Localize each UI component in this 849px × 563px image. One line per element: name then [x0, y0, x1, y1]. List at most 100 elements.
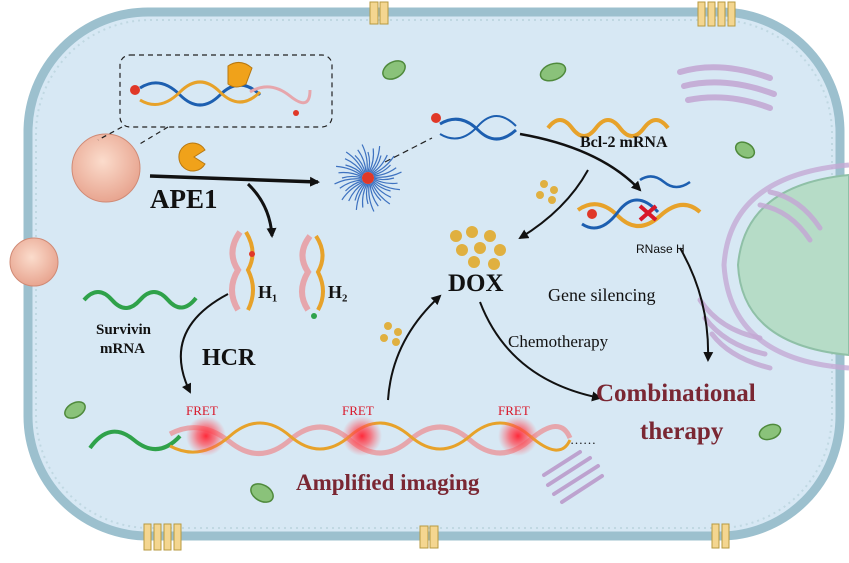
micelle-strand: [338, 171, 363, 178]
cleaved-strand: [639, 175, 691, 189]
micelle-strand: [370, 155, 382, 174]
released-probe-dna: [431, 113, 518, 141]
arrow-to-dox: [518, 169, 589, 240]
bcl2-mrna: [546, 118, 670, 138]
cell-membrane: [23, 7, 845, 541]
nuclear-envelope: [721, 162, 849, 371]
micelle-strand: [339, 179, 363, 189]
arrow-gene-silencing: [679, 247, 714, 362]
micelle-strand: [361, 144, 368, 173]
micelle-core: [362, 172, 374, 184]
micelle-strand: [361, 183, 368, 208]
ape1-enzyme-zoom: [227, 62, 253, 88]
endoplasmic-reticulum: [697, 189, 823, 371]
micelle-strand: [334, 178, 363, 185]
dna-micelle: [334, 144, 402, 212]
micelle-strand: [344, 158, 364, 175]
golgi-apparatus: [677, 64, 777, 111]
survivin-mrna: [82, 290, 198, 310]
micelle-strand: [354, 182, 366, 201]
label-fret-1: FRET: [186, 403, 218, 418]
label-amplified-imaging: Amplified imaging: [296, 470, 480, 495]
label-rnase: RNase H: [636, 242, 685, 256]
membrane-channel-top-2: [697, 1, 736, 27]
zoom-line-1: [97, 126, 123, 141]
micelle-strand: [367, 151, 371, 173]
label-mrna: mRNA: [100, 341, 145, 357]
fret-glow-3: [498, 416, 538, 456]
nanoparticle: [71, 133, 141, 203]
label-hcr: HCR: [202, 345, 256, 371]
micelle-strand: [357, 149, 367, 173]
mitochondrion-3: [734, 141, 756, 159]
micelle-strand: [348, 182, 365, 202]
micelle-strand: [372, 155, 395, 175]
micelle-strand: [369, 146, 381, 173]
fret-glow-1: [186, 416, 226, 456]
micelle-strand: [341, 175, 363, 179]
label-dox: DOX: [448, 270, 504, 297]
micelle-strand: [373, 178, 398, 185]
micelle-strand: [372, 181, 392, 198]
micelle-strand: [371, 154, 388, 174]
golgi-bottom: [542, 450, 604, 504]
micelle-strand: [345, 180, 363, 192]
label-h2: H₂: [328, 282, 348, 302]
micelle-strand: [354, 155, 366, 173]
label-chemotherapy: Chemotherapy: [508, 332, 609, 351]
arrow-to-hairpins: [246, 182, 277, 238]
micelle-strand: [369, 183, 379, 207]
micelle-strand: [373, 164, 391, 176]
micelle-strand: [336, 165, 363, 177]
membrane-channel-bottom-2: [419, 525, 439, 549]
micelle-strand: [373, 167, 397, 177]
micelle-strand: [373, 171, 402, 178]
mitochondrion-2: [539, 62, 567, 82]
release-dashed: [384, 137, 433, 163]
mitochondrion-1: [382, 60, 406, 80]
label-gene-silencing: Gene silencing: [548, 285, 656, 305]
label-fret-2: FRET: [342, 403, 374, 418]
micelle-strand: [373, 177, 395, 181]
fret-glow-2: [342, 416, 382, 456]
mitochondrion-5: [250, 483, 274, 503]
ape1-enzyme-icon: [178, 142, 206, 172]
zoom-box: [119, 54, 333, 128]
micelle-strand: [365, 183, 369, 205]
mitochondrion-4: [64, 401, 86, 419]
micelle-strand: [355, 183, 367, 210]
label-fret-3: FRET: [498, 403, 530, 418]
dox-cluster-left: [380, 322, 402, 346]
micelle-strand: [341, 181, 364, 201]
mitochondrion-6: [758, 423, 782, 441]
micelle-strand: [345, 151, 365, 174]
arrow-hcr: [179, 293, 229, 394]
label-bcl2: Bcl-2 mRNA: [580, 134, 668, 151]
extracellular-nanoparticle: [9, 237, 59, 287]
rnase-h-complex: [576, 198, 702, 230]
label-therapy: therapy: [640, 418, 724, 445]
micelle-strand: [371, 182, 391, 205]
micelle-strand: [373, 179, 400, 191]
arrow-imaging-to-dox: [387, 294, 442, 401]
label-chain-continues: ……: [570, 432, 596, 447]
hairpin-h2: [299, 234, 325, 319]
membrane-channel-bottom-1: [143, 523, 182, 551]
micelle-strand: [370, 183, 382, 201]
label-combinational: Combinational: [596, 380, 756, 407]
micelle-strand: [345, 164, 364, 176]
dox-cluster: [450, 226, 506, 270]
hairpin-h1: [229, 230, 255, 312]
micelle-strand: [372, 180, 391, 192]
label-h1: H₁: [258, 282, 278, 302]
label-survivin: Survivin: [96, 322, 152, 338]
micelle-strand: [368, 183, 375, 212]
zoom-line-2: [137, 126, 169, 146]
arrow-chemotherapy: [479, 301, 602, 402]
arrow-ape1: [149, 174, 320, 187]
membrane-channel-top-1: [369, 1, 389, 25]
dox-cluster-small: [536, 180, 558, 204]
micelle-strand: [368, 148, 375, 173]
